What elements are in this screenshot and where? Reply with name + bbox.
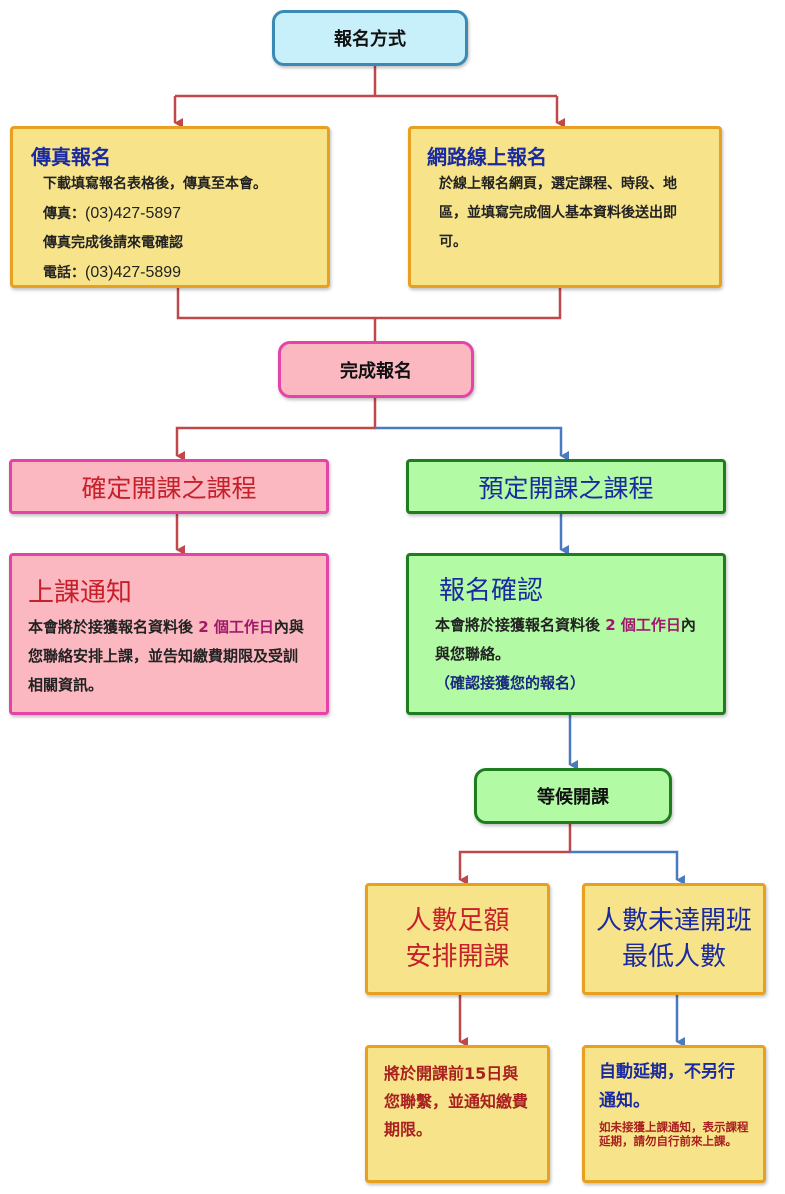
wait-label: 等候開課 [537,787,609,808]
confirm-title: 報名確認 [439,576,544,606]
done-label: 完成報名 [340,360,412,382]
online-registration-box: 網路線上報名 於線上報名網頁，選定課程、時段、地區，並填寫完成個人基本資料後送出… [408,126,722,288]
phone-label: 電話： [43,265,85,281]
confirmed-course-node: 確定開課之課程 [9,459,329,514]
fax-title: 傳真報名 [31,145,111,169]
fax-label: 傳真： [43,206,85,222]
fax-registration-box: 傳真報名 下載填寫報名表格後，傳真至本會。 傳真：(03)427-5897 傳真… [10,126,330,288]
fax-confirm-note: 傳真完成後請來電確認 [43,235,183,251]
enough-enrollment-node: 人數足額安排開課 [365,883,550,995]
online-title: 網路線上報名 [427,145,547,169]
full-detail-box: 將於開課前15日與您聯繫，並通知繳費期限。 [365,1045,550,1183]
notice-text-pre: 本會將於接獲報名資料後 [28,618,199,636]
confirm-highlight: 2 個工作日 [605,616,681,634]
wait-node: 等候開課 [474,768,672,824]
fax-number: (03)427-5897 [85,205,182,222]
start-node: 報名方式 [272,10,468,66]
notice-text-post: 內與您聯絡安排上課，並告知繳費期限及受訓相關資訊。 [28,618,304,694]
confirm-text-post: 內與您聯絡。 [435,616,696,663]
registration-confirm-box: 報名確認 本會將於接獲報名資料後 2 個工作日內與您聯絡。 （確認接獲您的報名） [406,553,726,715]
confirmed-title: 確定開課之課程 [81,473,257,503]
confirm-text-pre: 本會將於接獲報名資料後 [435,616,606,634]
notice-highlight: 2 個工作日 [198,618,274,636]
fax-instruction: 下載填寫報名表格後，傳真至本會。 [43,176,267,192]
class-notice-title: 上課通知 [28,578,133,608]
start-label: 報名方式 [334,29,406,50]
confirm-note: （確認接獲您的報名） [435,674,586,692]
planned-course-node: 預定開課之課程 [406,459,726,514]
full-line1: 人數足額 [405,906,510,936]
notfull-detail: 自動延期，不另行通知。 [599,1062,735,1111]
online-text: 於線上報名網頁，選定課程、時段、地區，並填寫完成個人基本資料後送出即可。 [439,176,677,250]
notfull-line1: 人數未達開班 [595,906,752,936]
registration-complete-node: 完成報名 [278,341,474,398]
notfull-line2: 最低人數 [621,942,726,972]
insufficient-enrollment-node: 人數未達開班最低人數 [582,883,766,995]
class-notice-box: 上課通知 本會將於接獲報名資料後 2 個工作日內與您聯絡安排上課，並告知繳費期限… [9,553,329,715]
notfull-detail-box: 自動延期，不另行通知。 如未接獲上課通知，表示課程延期，請勿自行前來上課。 [582,1045,766,1183]
phone-number: (03)427-5899 [85,264,182,281]
full-line2: 安排開課 [405,942,510,972]
notfull-note: 如未接獲上課通知，表示課程延期，請勿自行前來上課。 [599,1120,749,1148]
planned-title: 預定開課之課程 [478,473,654,503]
